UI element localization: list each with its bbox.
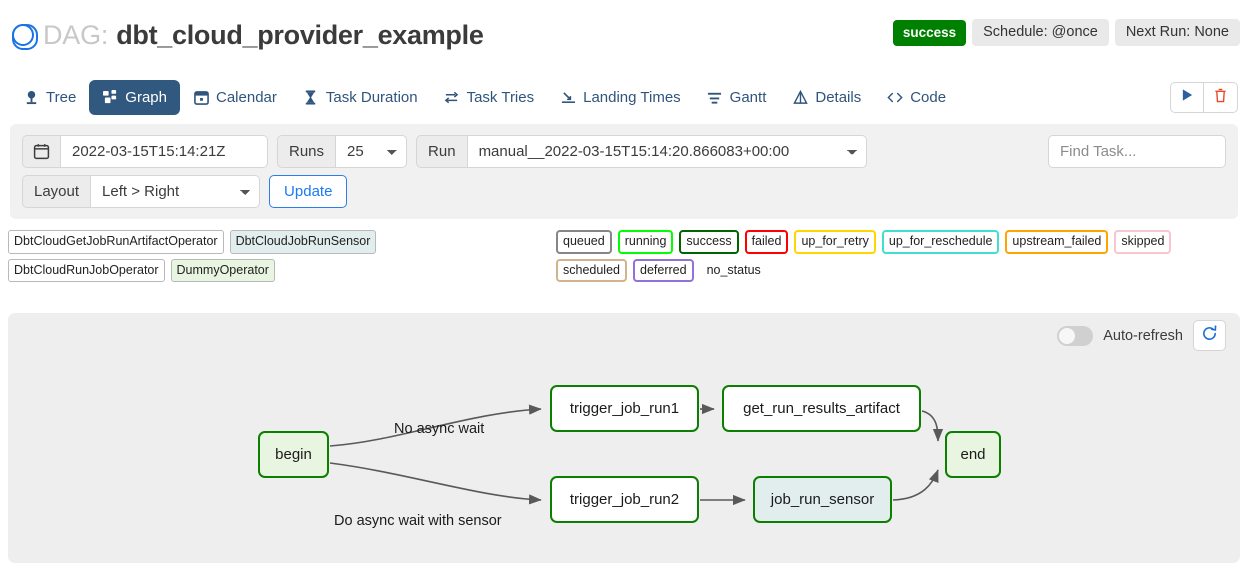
execution-date-group xyxy=(22,135,268,168)
header-badges: success Schedule: @once Next Run: None xyxy=(892,19,1240,46)
toolbar-row-top: Runs 25 Run manual__2022-03-15T15:14:20.… xyxy=(22,135,1226,168)
graph-icon xyxy=(102,89,118,105)
tab-label: Calendar xyxy=(216,88,277,106)
operator-legend-chip[interactable]: DbtCloudRunJobOperator xyxy=(8,258,165,282)
dag-run-toolbar: Runs 25 Run manual__2022-03-15T15:14:20.… xyxy=(10,124,1238,219)
graph-node[interactable]: get_run_results_artifact xyxy=(722,385,921,432)
status-legend-chip[interactable]: up_for_retry xyxy=(794,230,876,254)
view-tabs: Tree Graph Calendar Task Duration Task T… xyxy=(0,70,1248,124)
run-select[interactable]: manual__2022-03-15T15:14:20.866083+00:00 xyxy=(466,135,867,168)
status-legend-chip: no_status xyxy=(706,262,761,277)
tab-label: Details xyxy=(815,88,862,106)
trash-icon xyxy=(1214,88,1227,108)
graph-node[interactable]: trigger_job_run2 xyxy=(550,476,699,523)
tree-icon xyxy=(23,89,39,105)
play-icon xyxy=(1181,88,1194,107)
layout-select[interactable]: Left > Right xyxy=(90,175,261,208)
calendar-icon xyxy=(22,135,60,168)
graph-edge-label: No async wait xyxy=(394,421,485,437)
find-task-input[interactable] xyxy=(1048,135,1226,168)
retry-icon xyxy=(444,89,460,105)
refresh-button[interactable] xyxy=(1193,320,1226,351)
graph-node[interactable]: trigger_job_run1 xyxy=(550,385,699,432)
run-select-group: Run manual__2022-03-15T15:14:20.866083+0… xyxy=(416,135,867,168)
operator-legend-chip[interactable]: DbtCloudJobRunSensor xyxy=(229,230,377,254)
tab-graph[interactable]: Graph xyxy=(89,79,180,115)
layout-group: Layout Left > Right xyxy=(22,175,261,208)
tab-calendar[interactable]: Calendar xyxy=(180,80,290,115)
graph-node[interactable]: job_run_sensor xyxy=(753,476,892,523)
auto-refresh-label: Auto-refresh xyxy=(1103,327,1183,344)
runs-count-group: Runs 25 xyxy=(277,135,408,168)
graph-controls: Auto-refresh xyxy=(1057,320,1226,351)
landing-times-icon xyxy=(560,89,576,105)
dag-actions xyxy=(1170,82,1238,113)
status-legend-chip[interactable]: skipped xyxy=(1114,230,1172,254)
trigger-dag-button[interactable] xyxy=(1170,82,1204,113)
update-button[interactable]: Update xyxy=(269,175,348,208)
calendar-icon xyxy=(193,89,209,105)
tab-label: Task Tries xyxy=(466,88,535,106)
dag-pause-toggle[interactable] xyxy=(12,24,38,50)
hourglass-icon xyxy=(303,89,319,105)
tab-tree[interactable]: Tree xyxy=(10,80,89,115)
tab-label: Gantt xyxy=(729,88,767,106)
layout-label: Layout xyxy=(22,175,91,208)
runs-label: Runs xyxy=(277,135,336,168)
tab-task-tries[interactable]: Task Tries xyxy=(431,80,548,115)
status-legend-chip[interactable]: failed xyxy=(744,230,789,254)
auto-refresh-toggle[interactable] xyxy=(1057,325,1094,346)
delete-dag-button[interactable] xyxy=(1204,82,1238,113)
graph-edges xyxy=(329,403,944,506)
tab-gantt[interactable]: Gantt xyxy=(694,80,780,115)
details-icon xyxy=(792,89,808,105)
tab-task-duration[interactable]: Task Duration xyxy=(290,80,431,115)
refresh-icon xyxy=(1201,324,1218,347)
tab-label: Task Duration xyxy=(325,88,418,106)
status-legend-chip[interactable]: up_for_reschedule xyxy=(881,230,1000,254)
execution-date-input[interactable] xyxy=(60,135,268,168)
tab-landing-times[interactable]: Landing Times xyxy=(547,80,694,115)
status-legend-chip[interactable]: upstream_failed xyxy=(1005,230,1109,254)
status-legend-chip[interactable]: success xyxy=(679,230,739,254)
runs-count-select[interactable]: 25 xyxy=(335,135,408,168)
schedule-badge: Schedule: @once xyxy=(972,19,1109,46)
graph-node[interactable]: begin xyxy=(258,431,329,478)
toolbar-row-bottom: Layout Left > Right Update xyxy=(22,175,1226,208)
tab-label: Landing Times xyxy=(583,88,681,106)
status-legend-chip[interactable]: scheduled xyxy=(556,258,627,282)
status-legend-chip[interactable]: deferred xyxy=(633,258,694,282)
tab-label: Graph xyxy=(125,88,167,106)
dag-prefix-label: DAG: xyxy=(43,19,109,50)
status-badge: success xyxy=(892,19,967,46)
status-legend-chip[interactable]: running xyxy=(617,230,674,254)
gantt-icon xyxy=(707,89,723,105)
graph-node[interactable]: end xyxy=(945,431,1001,478)
operator-legend-chip[interactable]: DbtCloudGetJobRunArtifactOperator xyxy=(8,230,224,254)
status-legend-chip[interactable]: queued xyxy=(556,230,612,254)
code-icon xyxy=(887,89,903,105)
run-label: Run xyxy=(416,135,467,168)
tab-details[interactable]: Details xyxy=(779,80,874,115)
tab-code[interactable]: Code xyxy=(874,80,959,115)
tab-label: Tree xyxy=(46,88,77,106)
page-header: DAG: dbt_cloud_provider_example success … xyxy=(0,0,1248,70)
next-run-badge: Next Run: None xyxy=(1114,19,1240,46)
operator-legend-chip[interactable]: DummyOperator xyxy=(170,258,275,282)
tab-label: Code xyxy=(910,88,947,106)
dag-name-title: dbt_cloud_provider_example xyxy=(116,19,484,50)
graph-edge-label: Do async wait with sensor xyxy=(334,513,502,529)
